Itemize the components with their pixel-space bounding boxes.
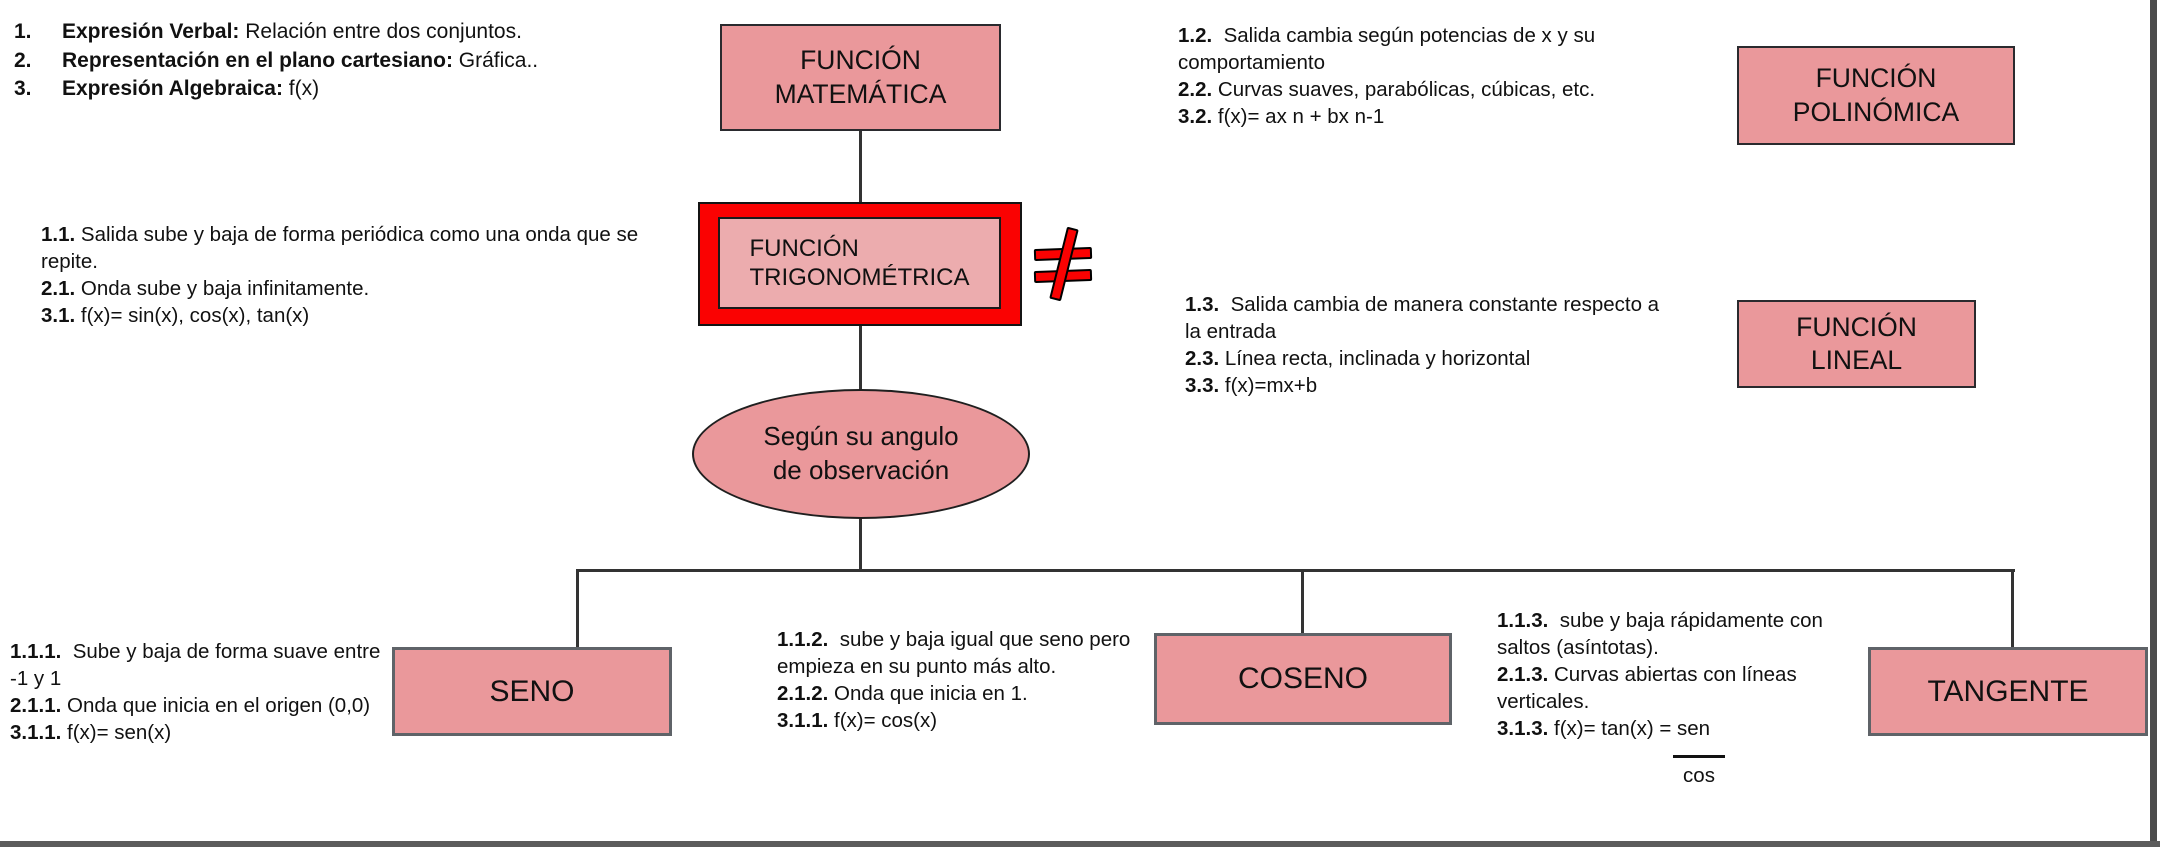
edge-connector-seno xyxy=(576,569,579,648)
note-line: saltos (asíntotas). xyxy=(1497,636,1659,659)
node-label: TANGENTE xyxy=(1927,674,2089,708)
note-line: 1.1. Salida sube y baja de forma periódi… xyxy=(41,223,639,246)
note-seno: 1.1.1. Sube y baja de forma suave entre -… xyxy=(10,638,420,746)
node-label: FUNCIÓN POLINÓMICA xyxy=(1792,63,1960,127)
not-equal-icon xyxy=(1032,226,1098,302)
note-line: 1.1.3. sube y baja rápidamente con xyxy=(1497,609,1823,632)
note-coseno: 1.1.2. sube y baja igual que seno pero em… xyxy=(777,626,1197,734)
note-line: 1.1.1. Sube y baja de forma suave entre xyxy=(10,640,381,663)
note-line: 2.1.1. Onda que inicia en el origen (0,0… xyxy=(10,694,371,717)
edge-matematica-trigonometrica xyxy=(859,130,862,203)
edge-trigonometrica-ellipse xyxy=(859,325,862,390)
note-trigonometrica: 1.1. Salida sube y baja de forma periódi… xyxy=(41,221,691,329)
node-tangente: TANGENTE xyxy=(1868,647,2148,736)
note-line: empieza en su punto más alto. xyxy=(777,655,1057,678)
note-line: 3.1.1. f(x)= sen(x) xyxy=(10,721,172,744)
edge-connector-coseno xyxy=(1301,569,1304,634)
node-label: COSENO xyxy=(1237,662,1369,696)
list-item: 1.Expresión Verbal: Relación entre dos c… xyxy=(14,20,522,43)
note-line: 2.1.3. Curvas abiertas con líneas xyxy=(1497,663,1797,686)
note-line: la entrada xyxy=(1185,320,1277,343)
note-line: comportamiento xyxy=(1178,51,1325,74)
list-item: 3.Expresión Algebraica: f(x) xyxy=(14,77,320,100)
node-seno: SENO xyxy=(392,647,672,736)
edge-connector-tangente xyxy=(2011,569,2014,648)
fraction-sen-over-cos: cos xyxy=(1673,755,1725,789)
note-tangente: cos 1.1.3. sube y baja rápidamente con sa… xyxy=(1497,607,1887,787)
node-coseno: COSENO xyxy=(1154,633,1452,725)
node-label: FUNCIÓN LINEAL xyxy=(1796,311,1917,375)
edge-ellipse-connector xyxy=(859,518,862,571)
node-funcion-trigonometrica: FUNCIÓN TRIGONOMÉTRICA xyxy=(718,217,1001,309)
node-segun-su-angulo: Según su angulo de observación xyxy=(692,389,1030,519)
note-line: 1.2. Salida cambia según potencias de x … xyxy=(1178,24,1596,47)
note-line: 3.1.3. f(x)= tan(x) = sen xyxy=(1497,717,1711,740)
note-line: 2.3. Línea recta, inclinada y horizontal xyxy=(1185,347,1531,370)
note-line: 3.1. f(x)= sin(x), cos(x), tan(x) xyxy=(41,304,310,327)
note-line: 2.2. Curvas suaves, parabólicas, cúbicas… xyxy=(1178,78,1596,101)
node-label: FUNCIÓN TRIGONOMÉTRICA xyxy=(749,234,970,291)
expression-types-list: 1.Expresión Verbal: Relación entre dos c… xyxy=(14,18,538,104)
note-line: 2.1.2. Onda que inicia en 1. xyxy=(777,682,1028,705)
node-funcion-lineal: FUNCIÓN LINEAL xyxy=(1737,300,1976,388)
note-line: 2.1. Onda sube y baja infinitamente. xyxy=(41,277,370,300)
connector-horizontal xyxy=(576,569,2015,572)
node-label: SENO xyxy=(489,674,575,708)
node-label: Según su angulo de observación xyxy=(763,421,959,485)
node-funcion-matematica: FUNCIÓN MATEMÁTICA xyxy=(720,24,1001,131)
note-line: 1.3. Salida cambia de manera constante r… xyxy=(1185,293,1660,316)
note-line: 3.2. f(x)= ax n + bx n-1 xyxy=(1178,105,1385,128)
not-equal-slash xyxy=(1049,226,1079,302)
note-line: 3.1.1. f(x)= cos(x) xyxy=(777,709,938,732)
note-line: 3.3. f(x)=mx+b xyxy=(1185,374,1318,397)
note-lineal: 1.3. Salida cambia de manera constante r… xyxy=(1185,291,1745,399)
page-right-border xyxy=(2150,0,2157,847)
node-funcion-polinomica: FUNCIÓN POLINÓMICA xyxy=(1737,46,2015,145)
page-bottom-border xyxy=(0,841,2160,847)
note-polinomica: 1.2. Salida cambia según potencias de x … xyxy=(1178,22,1718,130)
note-line: repite. xyxy=(41,250,98,273)
note-line: -1 y 1 xyxy=(10,667,62,690)
note-line: verticales. xyxy=(1497,690,1590,713)
node-label: FUNCIÓN MATEMÁTICA xyxy=(774,45,947,109)
note-line: 1.1.2. sube y baja igual que seno pero xyxy=(777,628,1131,651)
node-funcion-trigonometrica-highlight: FUNCIÓN TRIGONOMÉTRICA xyxy=(698,202,1022,326)
list-item: 2.Representación en el plano cartesiano:… xyxy=(14,48,539,72)
